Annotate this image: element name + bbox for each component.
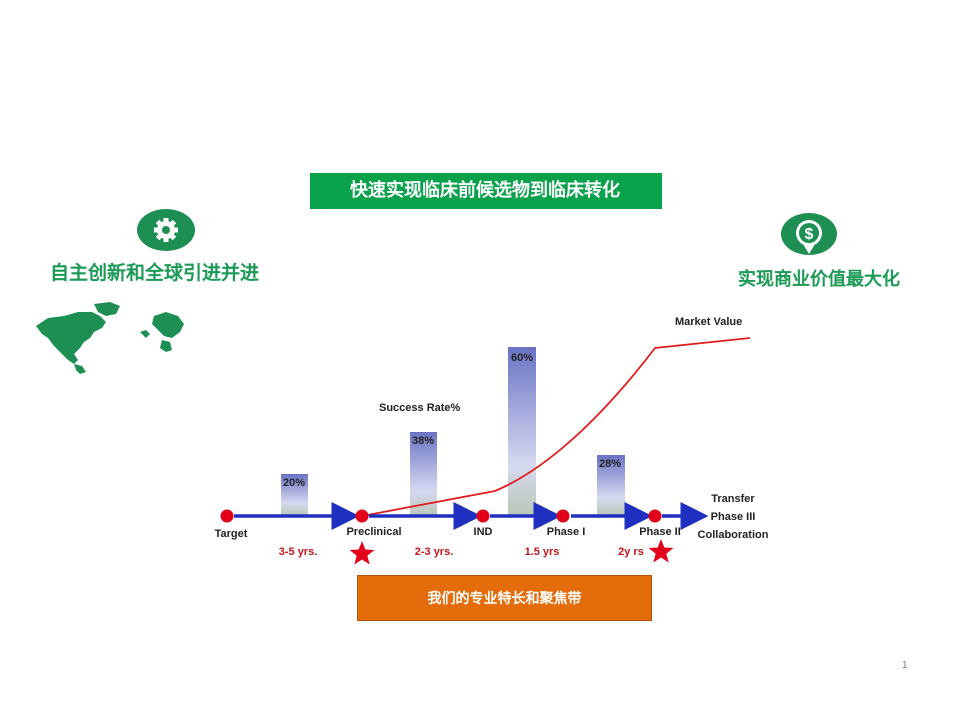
end-label-phase3: Phase III [711,511,756,523]
stage-label-target: Target [215,528,248,540]
stage-node-phase1 [556,509,570,523]
page-number: 1 [902,660,908,671]
success-rate-title: Success Rate% [379,402,461,414]
svg-text:$: $ [805,226,814,243]
success-rate-label-2: 38% [412,435,434,447]
focus-box: 我们的专业特长和聚焦带 [357,575,652,621]
duration-label-1: 3-5 yrs. [279,546,318,558]
stage-label-phase2: Phase II [639,526,681,538]
end-label-transfer: Transfer [711,493,755,505]
right-heading: 实现商业价值最大化 [738,269,900,290]
duration-label-2: 2-3 yrs. [415,546,454,558]
end-label-collaboration: Collaboration [698,529,769,541]
stage-node-ind [476,509,490,523]
duration-label-4: 2y rs [618,546,644,558]
stage-label-phase1: Phase I [547,526,586,538]
star-icon-phase2 [648,539,674,563]
left-heading: 自主创新和全球引进并进 [50,262,260,284]
banner-title: 快速实现临床前候选物到临床转化 [310,173,662,209]
market-value-label: Market Value [675,316,742,328]
success-rate-label-1: 20% [283,477,305,489]
stage-label-preclinical: Preclinical [346,526,401,538]
stage-node-target [220,509,234,523]
success-rate-label-4: 28% [599,458,621,470]
success-bar-3 [508,347,536,516]
gear-icon [137,209,195,251]
success-bar-1 [281,474,308,516]
star-icon-preclinical [349,541,375,565]
stage-label-ind: IND [474,526,493,538]
success-rate-label-3: 60% [511,352,533,364]
dollar-icon: $ [781,213,837,255]
world-map-icon [34,302,190,374]
market-value-curve [361,337,751,517]
duration-label-3: 1.5 yrs [525,546,560,558]
stage-node-phase2 [648,509,662,523]
stage-node-preclinical [355,509,369,523]
success-bar-4 [597,455,625,516]
